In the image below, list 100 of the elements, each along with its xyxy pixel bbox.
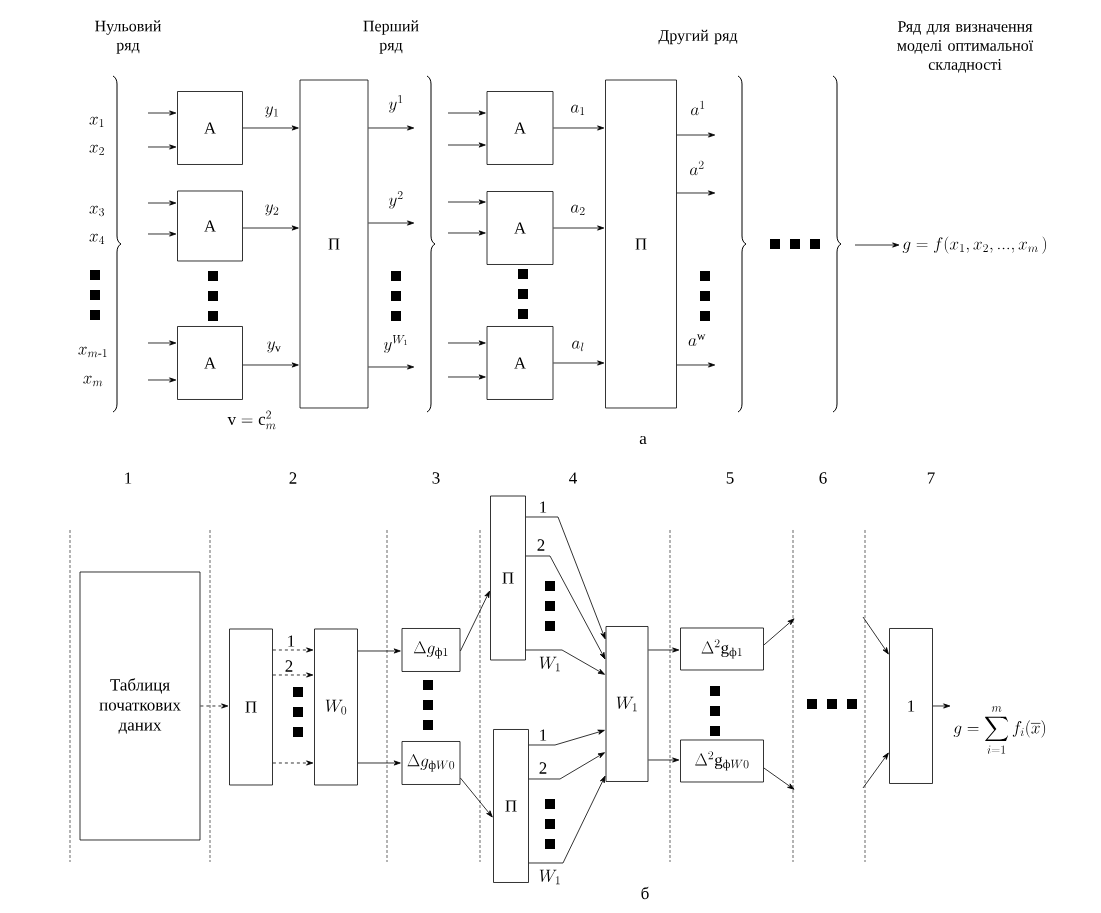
arrow xyxy=(447,142,486,148)
arrow xyxy=(242,125,299,131)
edge-label: $a^1$ xyxy=(691,100,705,116)
arrow xyxy=(648,757,680,763)
arrow xyxy=(447,374,486,380)
column-number: 7 xyxy=(927,472,935,484)
arrow xyxy=(763,767,795,790)
process-box: A xyxy=(486,191,554,265)
edge-label: 1 xyxy=(540,501,547,513)
arrow xyxy=(147,231,177,237)
arrow xyxy=(676,362,716,368)
column-number: 4 xyxy=(569,472,577,484)
arrow xyxy=(368,125,415,131)
process-box: П xyxy=(493,729,529,883)
arrow xyxy=(862,752,889,789)
process-box: $\Delta^2\mathrm{g}_{\text{ф}1}$ xyxy=(680,627,764,671)
process-box: $\Delta^2\mathrm{g}_{\text{ф}W0}$ xyxy=(680,739,764,783)
arrow xyxy=(525,555,606,660)
arrow xyxy=(447,340,486,346)
process-box: A xyxy=(486,91,554,165)
arrow xyxy=(676,190,716,196)
process-box: $W_0$ xyxy=(314,628,358,786)
arrow xyxy=(528,752,605,780)
edge-label: 1 xyxy=(540,729,547,741)
arrow xyxy=(242,362,299,368)
arrow xyxy=(147,110,177,116)
arrow xyxy=(648,647,680,653)
column-heading: Другий ряд xyxy=(658,29,738,45)
formula-label: $\mathrm{v} = \mathrm{c}_m^2$ xyxy=(227,410,276,430)
arrow xyxy=(368,364,415,370)
process-box: A xyxy=(177,326,243,400)
process-box: П xyxy=(299,79,369,409)
arrow xyxy=(147,377,177,383)
arrow xyxy=(553,225,605,231)
arrow xyxy=(553,125,605,131)
arrow xyxy=(525,516,606,640)
input-label: $x_4$ xyxy=(89,233,105,244)
edge-label: 2 xyxy=(537,539,545,551)
arrow xyxy=(272,672,314,678)
process-box: Таблиця початкових даних xyxy=(79,571,201,841)
edge-label: $a^2$ xyxy=(690,160,704,176)
arrow xyxy=(862,616,889,655)
arrow xyxy=(676,132,716,138)
edge-label: 2 xyxy=(285,660,293,672)
process-box: A xyxy=(177,91,243,165)
process-box: П xyxy=(605,79,677,409)
input-label: $x_1$ xyxy=(89,116,104,127)
arrow xyxy=(528,775,606,864)
arrow xyxy=(460,777,493,818)
arrow xyxy=(763,618,795,646)
formula-text: $g = f(x_1, x_2, ..., x_m\,)$ xyxy=(902,236,1047,254)
arrow xyxy=(854,242,900,248)
column-number: 3 xyxy=(432,472,440,484)
edge-label: $W_1$ xyxy=(539,656,560,672)
process-box: $\Delta g_{\text{ф}1}$ xyxy=(401,628,461,672)
arrow xyxy=(447,110,486,116)
arrow xyxy=(147,200,177,206)
column-heading: Ряд для визначення моделі оптимальної складності xyxy=(897,21,1034,73)
arrow xyxy=(200,703,229,709)
arrow xyxy=(460,590,490,652)
arrow xyxy=(357,648,401,654)
edge-label: $a_2$ xyxy=(571,204,585,215)
process-box: 1 xyxy=(889,628,933,784)
column-number: 2 xyxy=(289,472,297,484)
process-box: $\Delta g_{\text{ф}W0}$ xyxy=(401,741,461,785)
edge-label: $y_2$ xyxy=(265,204,279,216)
panel-letter: б xyxy=(641,886,649,900)
arrow xyxy=(272,760,314,766)
process-box: П xyxy=(229,628,273,786)
panel-letter: а xyxy=(639,435,647,445)
edge-label: $a_1$ xyxy=(571,104,585,115)
process-box: A xyxy=(177,190,243,262)
input-label: $x_{m\text{-}1}$ xyxy=(78,346,107,358)
edge-label: $W_1$ xyxy=(539,869,560,885)
edge-label: $y^1$ xyxy=(388,95,403,113)
edge-label: $y_{\mathrm{v}}$ xyxy=(267,341,281,353)
arrow xyxy=(553,360,605,366)
formula-text: $g = \sum_{i=1}^{m} f_i(\overline{x})$ xyxy=(953,706,1046,754)
edge-label: 1 xyxy=(288,635,295,647)
edge-label: $y^2$ xyxy=(388,191,403,209)
arrow xyxy=(447,199,486,205)
arrow xyxy=(357,760,401,766)
column-number: 5 xyxy=(726,472,734,484)
edge-label: 2 xyxy=(539,762,547,774)
process-box: П xyxy=(490,495,526,661)
arrow xyxy=(147,144,177,150)
arrow xyxy=(242,225,299,231)
edge-label: $y_1$ xyxy=(265,106,278,118)
input-label: $x_2$ xyxy=(89,144,104,155)
process-box: $W_1$ xyxy=(605,626,649,782)
arrow xyxy=(147,340,177,346)
arrow xyxy=(447,230,486,236)
arrow xyxy=(528,729,605,746)
input-label: $x_3$ xyxy=(89,205,104,217)
arrow xyxy=(368,220,415,226)
arrow xyxy=(932,703,951,709)
edge-label: $a_l$ xyxy=(572,340,584,352)
process-box: A xyxy=(486,326,554,400)
column-number: 1 xyxy=(125,472,132,484)
arrow xyxy=(272,647,314,653)
